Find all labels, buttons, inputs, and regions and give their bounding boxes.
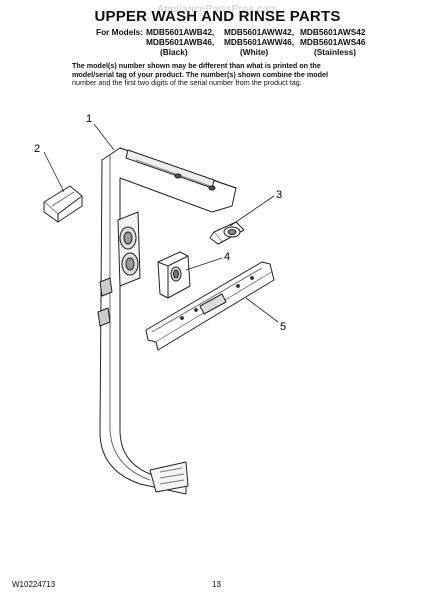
model-number: MDB5601AWB42, [146, 27, 215, 37]
watermark: AppliancePartsPros.com [157, 4, 278, 15]
model-color: (Black) [160, 46, 188, 57]
note-line: model/serial tag of your product. The nu… [72, 69, 328, 79]
model-row-1: For Models:MDB5601AWB42, MDB5601AWW42, MDB… [96, 27, 366, 38]
page-title: UPPER WASH AND RINSE PARTS [94, 8, 341, 25]
callout-number: 4 [224, 251, 230, 263]
note-line: number and the first two digits of the s… [72, 78, 302, 88]
leader-line [245, 297, 279, 323]
page-number: 13 [212, 580, 221, 589]
note-line: The model(s) number shown may be differe… [72, 61, 321, 70]
callout-number: 2 [34, 143, 40, 155]
models-label: For Models: [96, 27, 144, 37]
callout-number: 1 [86, 113, 92, 125]
model-number: MDB5601AWS42 [300, 27, 366, 37]
tube-clip [43, 185, 83, 223]
model-row-3: (Black) (White) (Stainless) [96, 46, 365, 58]
model-number: MDB5601AWB46, [146, 36, 215, 47]
callout-number: 5 [280, 321, 286, 333]
tube-connector [209, 221, 245, 245]
model-color: (White) [240, 46, 269, 57]
model-number: MDB5601AWS46 [300, 36, 366, 47]
manifold-hub [157, 251, 191, 299]
leader-line [93, 123, 115, 151]
document-number: W10224713 [12, 580, 56, 589]
model-row-2: MDB5601AWB46, MDB5601AWW46, MDB5601AWS46 [96, 36, 366, 48]
upper-spray-tube [97, 147, 237, 495]
leader-line [229, 195, 275, 227]
leader-line [185, 257, 223, 271]
leader-line [43, 151, 65, 193]
model-color: (Stainless) [314, 46, 356, 57]
model-note: The model(s) number shown may be differe… [72, 61, 362, 88]
upper-spray-arm [145, 261, 275, 351]
model-number: MDB5601AWW46, [224, 36, 295, 47]
model-list: For Models:MDB5601AWB42,MDB5601AWW42,MDB… [96, 27, 366, 58]
model-number: MDB5601AWW42, [224, 27, 295, 37]
callout-number: 3 [276, 189, 282, 201]
